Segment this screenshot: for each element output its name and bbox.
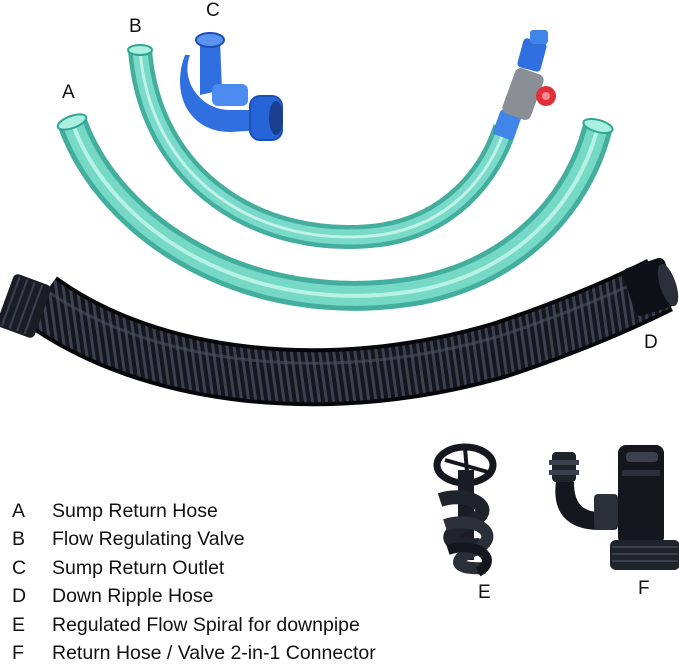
- legend-letter: E: [12, 614, 52, 637]
- legend-row-b: B Flow Regulating Valve: [12, 526, 482, 555]
- legend-text: Down Ripple Hose: [52, 585, 214, 608]
- callout-b: B: [129, 16, 142, 38]
- ball-valve: [501, 30, 556, 122]
- legend-text: Sump Return Hose: [52, 500, 218, 523]
- legend-row-f: F Return Hose / Valve 2-in-1 Connector: [12, 640, 482, 668]
- parts-legend: A Sump Return Hose B Flow Regulating Val…: [12, 497, 482, 668]
- down-ripple-hose-d: [0, 256, 679, 377]
- legend-letter: B: [12, 528, 52, 551]
- legend-letter: F: [12, 642, 52, 665]
- legend-letter: C: [12, 557, 52, 580]
- legend-text: Flow Regulating Valve: [52, 528, 245, 551]
- legend-letter: A: [12, 500, 52, 523]
- callout-c: C: [206, 0, 220, 22]
- legend-text: Return Hose / Valve 2-in-1 Connector: [52, 642, 376, 665]
- legend-row-a: A Sump Return Hose: [12, 497, 482, 526]
- callout-a: A: [62, 82, 75, 104]
- sump-return-outlet-c: [180, 33, 283, 140]
- legend-text: Regulated Flow Spiral for downpipe: [52, 614, 360, 637]
- callout-d: D: [644, 332, 658, 354]
- legend-text: Sump Return Outlet: [52, 557, 224, 580]
- connector-f: [549, 445, 679, 570]
- hose-b-flow-regulating-valve: [128, 30, 556, 237]
- legend-row-d: D Down Ripple Hose: [12, 583, 482, 612]
- legend-row-e: E Regulated Flow Spiral for downpipe: [12, 611, 482, 640]
- hose-a-sump-return: [56, 111, 614, 296]
- callout-f: F: [638, 578, 650, 600]
- legend-letter: D: [12, 585, 52, 608]
- legend-row-c: C Sump Return Outlet: [12, 554, 482, 583]
